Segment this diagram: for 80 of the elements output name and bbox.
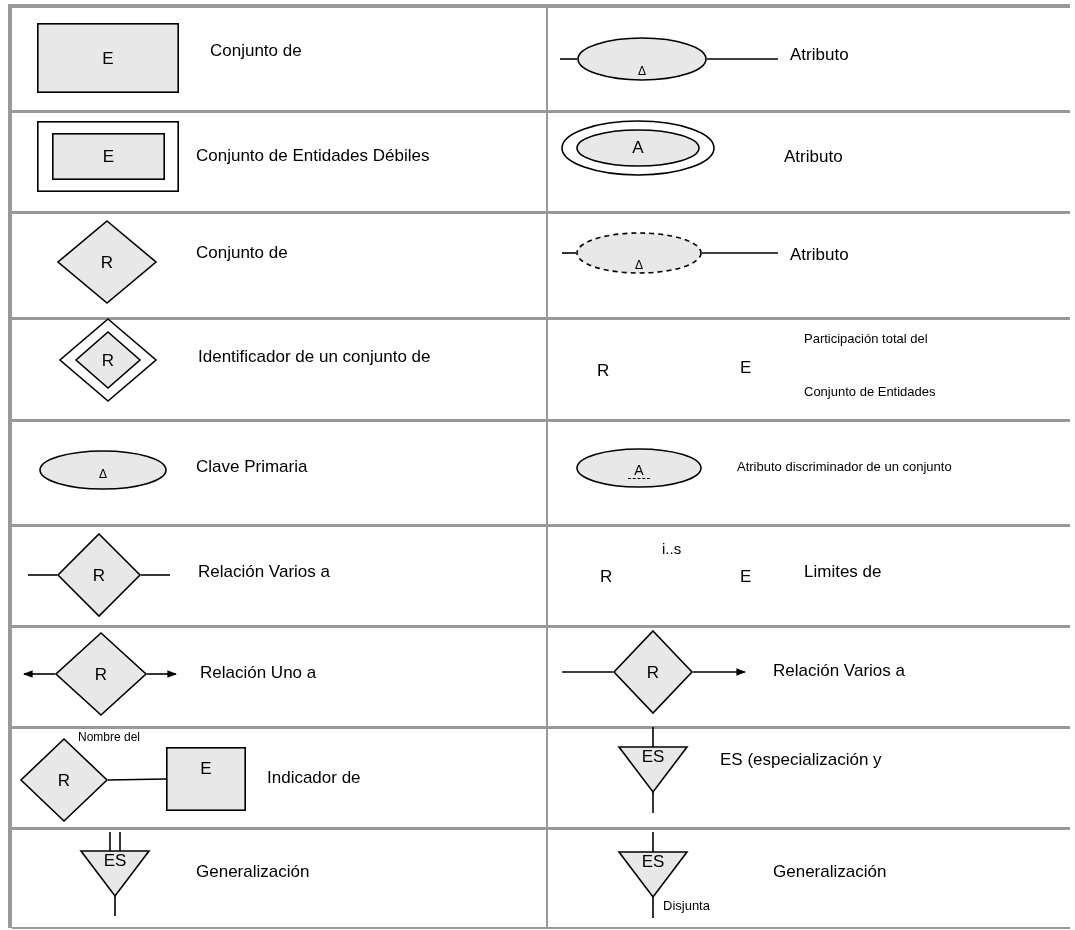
connector-line <box>701 252 779 254</box>
multivalued-outer-ellipse <box>561 120 715 176</box>
connector-line <box>107 778 167 781</box>
connector-line <box>652 831 654 853</box>
entity-box <box>37 23 179 93</box>
description-text: Relación Varios a <box>773 660 905 682</box>
connector-line <box>119 831 121 852</box>
isa-triangle <box>618 851 688 898</box>
connector-line <box>652 726 654 748</box>
description-text: Limites de <box>804 561 882 583</box>
weak-entity-outer-box <box>37 121 179 192</box>
attribute-ellipse <box>577 37 707 81</box>
symbol-letter: R <box>100 252 114 272</box>
description-text: Identificador de un conjunto de <box>198 346 432 368</box>
connector-line <box>27 574 58 576</box>
connector-line <box>561 671 614 673</box>
description-text: Relación Varios a <box>198 561 330 583</box>
relationship-diamond <box>75 331 141 389</box>
relationship-diamond <box>613 630 693 714</box>
description-text: Atributo <box>790 44 849 66</box>
description-text: Indicador de <box>267 767 361 789</box>
symbol-letter: E <box>102 48 114 68</box>
entity-box <box>52 133 165 180</box>
isa-triangle <box>618 746 688 793</box>
symbol-letter: R <box>101 350 115 370</box>
description-text: Conjunto de Entidades <box>804 383 936 401</box>
cardinality-label: i..s <box>662 539 682 559</box>
arrow <box>692 668 746 676</box>
symbol-letter: R <box>600 566 613 588</box>
symbol-letter: R <box>597 360 610 382</box>
identifying-outer-diamond <box>59 318 157 402</box>
symbol-letter: E <box>740 357 752 379</box>
description-text: Atributo <box>784 146 843 168</box>
symbol-letter: E <box>102 147 115 166</box>
symbol-letter: Δ <box>99 467 107 481</box>
symbol-letter: R <box>92 565 106 585</box>
relationship-diamond <box>55 632 147 716</box>
connector-line <box>652 791 654 814</box>
description-text: Atributo discriminador de un conjunto <box>737 458 952 476</box>
symbol-letter: E <box>200 758 212 778</box>
symbol-letter: ES <box>641 852 665 872</box>
derived-attribute-ellipse <box>576 232 702 274</box>
symbol-letter: ES <box>103 851 127 871</box>
note-text: Disjunta <box>663 897 710 915</box>
connector-line <box>140 574 171 576</box>
symbol-letter: R <box>94 664 108 684</box>
relationship-diamond <box>57 220 157 304</box>
entity-box <box>166 747 246 811</box>
attribute-ellipse <box>39 450 167 490</box>
symbol-letter: R <box>57 770 71 790</box>
isa-triangle <box>80 850 150 897</box>
attribute-ellipse <box>576 448 702 488</box>
attribute-ellipse <box>576 129 700 167</box>
description-text: Conjunto de <box>196 242 288 264</box>
connector-line <box>652 896 654 919</box>
description-text: Conjunto de Entidades Débiles <box>196 145 430 167</box>
description-text: ES (especialización y <box>720 749 882 771</box>
symbol-letter: ES <box>641 747 665 767</box>
symbol-letter: E <box>740 566 752 588</box>
description-text: Participación total del <box>804 330 928 348</box>
symbol-letter: Δ <box>638 64 646 79</box>
connector-line <box>561 252 577 254</box>
description-text: Relación Uno a <box>200 662 317 684</box>
arrow <box>146 670 177 678</box>
connector-line <box>109 831 111 852</box>
connector-line <box>559 58 578 60</box>
description-text: Atributo <box>790 244 849 266</box>
symbol-letter: A <box>632 137 644 157</box>
relationship-diamond <box>57 533 141 617</box>
description-text: Clave Primaria <box>196 456 308 478</box>
description-text: Generalización <box>196 861 310 883</box>
description-text: Conjunto de <box>210 40 302 62</box>
note-text: Nombre del <box>78 729 141 746</box>
description-text: Generalización <box>773 861 887 883</box>
connector-line <box>706 58 779 60</box>
symbol-letter: R <box>646 662 660 682</box>
connector-line <box>114 895 116 917</box>
symbol-letter: A <box>628 462 650 479</box>
arrow <box>23 670 56 678</box>
symbol-letter: Δ <box>635 258 643 273</box>
